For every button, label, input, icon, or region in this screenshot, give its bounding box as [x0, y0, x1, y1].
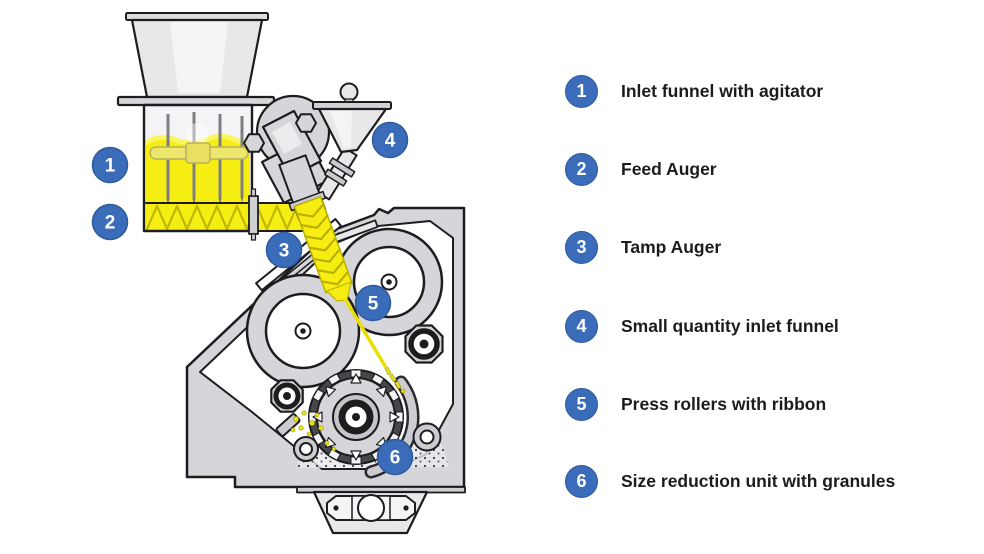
small-funnel-highlight	[330, 111, 352, 148]
legend-number-badge-5: 5	[565, 388, 598, 421]
tamp-screw-flights	[295, 203, 350, 286]
outlet-bolt-right	[403, 505, 409, 511]
callout-badge-2: 2	[91, 203, 129, 241]
tamp-auger	[278, 154, 353, 294]
agitator-bearing-glint	[186, 123, 208, 145]
roller-compactor-diagram: 1 2 3 4 5 6	[91, 12, 466, 535]
legend-number-badge-1: 1	[565, 75, 598, 108]
legend-item-3: 3 Tamp Auger	[565, 231, 721, 264]
inlet-funnel-with-agitator	[116, 12, 312, 241]
hex-nut-left	[270, 379, 304, 413]
auger-bearing	[248, 188, 259, 241]
callout-number-4: 4	[385, 131, 396, 152]
callout-badge-6: 6	[376, 438, 414, 476]
legend-item-4: 4 Small quantity inlet funnel	[565, 310, 839, 343]
callout-badge-1: 1	[91, 146, 129, 184]
container-walls	[142, 103, 254, 233]
legend-label-5: Press rollers with ribbon	[621, 394, 827, 414]
outlet-port	[357, 494, 385, 522]
legend-number-badge-4: 4	[565, 310, 598, 343]
funnel-ball	[339, 82, 359, 102]
neck-collar-1	[328, 157, 356, 178]
callout-badge-5: 5	[354, 284, 392, 322]
hex-nut-right	[404, 324, 444, 364]
neck-collar-2	[324, 168, 348, 187]
callout-number-5: 5	[368, 294, 379, 315]
callout-number-3: 3	[279, 241, 290, 262]
callout-badge-3: 3	[265, 231, 303, 269]
legend-label-6: Size reduction unit with granules	[621, 471, 896, 491]
legend-number-badge-6: 6	[565, 465, 598, 498]
callout-number-6: 6	[390, 448, 401, 469]
powder-fill	[146, 136, 250, 231]
legend-item-6: 6 Size reduction unit with granules	[565, 465, 895, 498]
motor-hex-left	[243, 133, 265, 153]
discharge-outlet	[312, 490, 429, 535]
legend-label-3: Tamp Auger	[621, 237, 722, 257]
legend-label-1: Inlet funnel with agitator	[621, 81, 824, 101]
outlet-bolt-left	[333, 505, 339, 511]
motor-hex-right	[295, 113, 317, 133]
callout-badge-4: 4	[371, 121, 409, 159]
funnel-highlight	[170, 22, 228, 93]
legend-number-badge-2: 2	[565, 153, 598, 186]
callout-number-1: 1	[105, 156, 116, 177]
legend-label-2: Feed Auger	[621, 159, 717, 179]
legend-item-1: 1 Inlet funnel with agitator	[565, 75, 823, 108]
feed-auger-screw	[145, 204, 309, 231]
motor-head-highlight	[272, 122, 302, 154]
compacted-ribbon	[343, 297, 387, 368]
granules-left	[290, 410, 337, 452]
callout-number-2: 2	[105, 213, 116, 234]
press-roller-lower	[245, 273, 361, 389]
legend-item-5: 5 Press rollers with ribbon	[565, 388, 826, 421]
ribbon-with-granules	[343, 297, 406, 394]
agitator-hub	[185, 142, 211, 164]
legend-item-2: 2 Feed Auger	[565, 153, 717, 186]
legend-label-4: Small quantity inlet funnel	[621, 316, 839, 336]
small-quantity-inlet-funnel	[312, 82, 392, 201]
legend-number-badge-3: 3	[565, 231, 598, 264]
